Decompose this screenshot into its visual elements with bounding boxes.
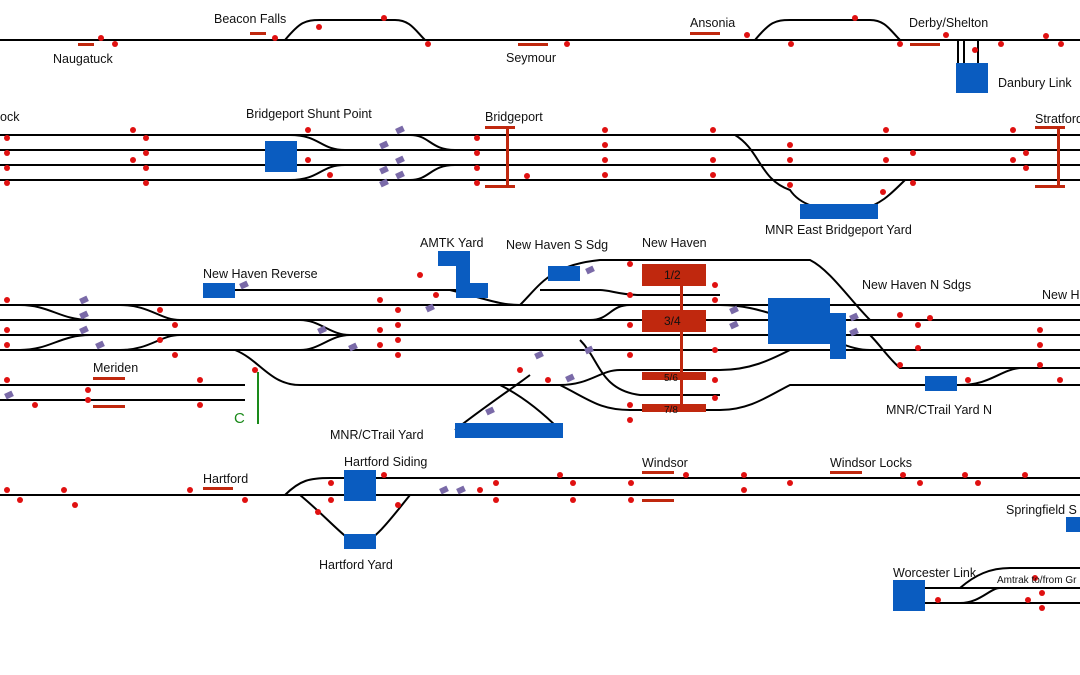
new-haven-s-sdg-block[interactable] — [548, 266, 580, 281]
label-new-haven-n-sdgs: New Haven N Sdgs — [862, 278, 971, 292]
label-meriden: Meriden — [93, 361, 138, 375]
platform-labels: 1/2 3/4 5/6 7/8 — [664, 268, 681, 416]
signals-row-2[interactable] — [4, 127, 1029, 195]
label-stratford: Stratford — [1035, 112, 1080, 126]
new-haven-blue-blocks — [203, 251, 957, 438]
signals-row-3[interactable] — [4, 261, 1063, 423]
bridgeport-platform[interactable] — [485, 126, 515, 188]
platform-3-4 — [642, 310, 706, 332]
label-amtrak-to-from: Amtrak to/from Gr — [997, 575, 1077, 586]
platform-7-8 — [642, 404, 706, 412]
location-labels: Beacon Falls Naugatuck Seymour Ansonia D… — [0, 12, 1080, 586]
label-new-haven-s-sdg: New Haven S Sdg — [506, 238, 608, 252]
signals-row-5[interactable] — [935, 575, 1045, 611]
label-mnr-east-bridgeport-yard: MNR East Bridgeport Yard — [765, 223, 912, 237]
track-row-5 — [895, 567, 1080, 604]
label-c-marker: C — [234, 410, 245, 427]
label-windsor: Windsor — [642, 456, 688, 470]
label-derby-shelton: Derby/Shelton — [909, 16, 988, 30]
hartford-yard-block[interactable] — [344, 534, 376, 549]
new-haven-reverse-block[interactable] — [203, 283, 235, 298]
label-ansonia: Ansonia — [690, 16, 735, 30]
new-haven-n-sdgs-block[interactable] — [768, 298, 830, 344]
label-hartford-siding: Hartford Siding — [344, 455, 427, 469]
mnr-east-bridgeport-yard-block[interactable] — [800, 204, 878, 219]
points-row-3[interactable] — [4, 265, 859, 416]
platform-label-5-6: 5/6 — [664, 373, 678, 384]
label-new-h: New H — [1042, 288, 1080, 302]
points-row-4[interactable] — [439, 485, 466, 495]
mnr-ctrail-yard-block[interactable] — [455, 423, 563, 438]
label-bridgeport: Bridgeport — [485, 110, 543, 124]
label-windsor-locks: Windsor Locks — [830, 456, 912, 470]
platforms-row-3-small — [93, 377, 125, 408]
platform-label-3-4: 3/4 — [664, 314, 681, 328]
label-rock: ock — [0, 110, 20, 124]
track-row-4 — [0, 477, 1080, 547]
new-haven-platforms[interactable] — [642, 264, 706, 412]
label-worcester-link: Worcester Link — [893, 566, 977, 580]
track-row-2 — [0, 134, 1080, 211]
hartford-siding-block[interactable] — [344, 470, 376, 501]
new-haven-n-sdgs-block-2[interactable] — [830, 313, 846, 359]
platform-label-1-2: 1/2 — [664, 268, 681, 282]
signals-row-4[interactable] — [4, 472, 1028, 515]
danbury-link-block[interactable] — [956, 63, 988, 93]
c-marker — [257, 372, 259, 424]
bridgeport-shunt-point-block[interactable] — [265, 141, 297, 172]
label-new-haven: New Haven — [642, 236, 707, 250]
label-seymour: Seymour — [506, 51, 556, 65]
label-naugatuck: Naugatuck — [53, 52, 114, 66]
platform-5-6 — [642, 372, 706, 380]
label-mnr-ctrail-yard: MNR/CTrail Yard — [330, 428, 424, 442]
label-hartford: Hartford — [203, 472, 248, 486]
platforms-row-1 — [78, 32, 940, 46]
mnr-ctrail-yard-n-block[interactable] — [925, 376, 957, 391]
stratford-platform[interactable] — [1035, 126, 1065, 188]
label-mnr-ctrail-yard-n: MNR/CTrail Yard N — [886, 403, 992, 417]
label-amtk-yard: AMTK Yard — [420, 236, 483, 250]
label-springfield: Springfield S — [1006, 503, 1077, 517]
label-beacon-falls: Beacon Falls — [214, 12, 286, 26]
points-row-2[interactable] — [379, 125, 405, 188]
label-danbury-link: Danbury Link — [998, 76, 1072, 90]
platforms-row-4 — [203, 471, 862, 502]
worcester-link-block[interactable] — [893, 580, 925, 611]
springfield-block[interactable] — [1066, 517, 1080, 532]
platform-label-7-8: 7/8 — [664, 405, 678, 416]
amtk-yard-block-3[interactable] — [456, 283, 488, 298]
platform-1-2 — [642, 264, 706, 286]
label-hartford-yard: Hartford Yard — [319, 558, 393, 572]
signals-row-1[interactable] — [98, 15, 1064, 53]
label-new-haven-reverse: New Haven Reverse — [203, 267, 318, 281]
label-bridgeport-shunt-point: Bridgeport Shunt Point — [246, 107, 372, 121]
